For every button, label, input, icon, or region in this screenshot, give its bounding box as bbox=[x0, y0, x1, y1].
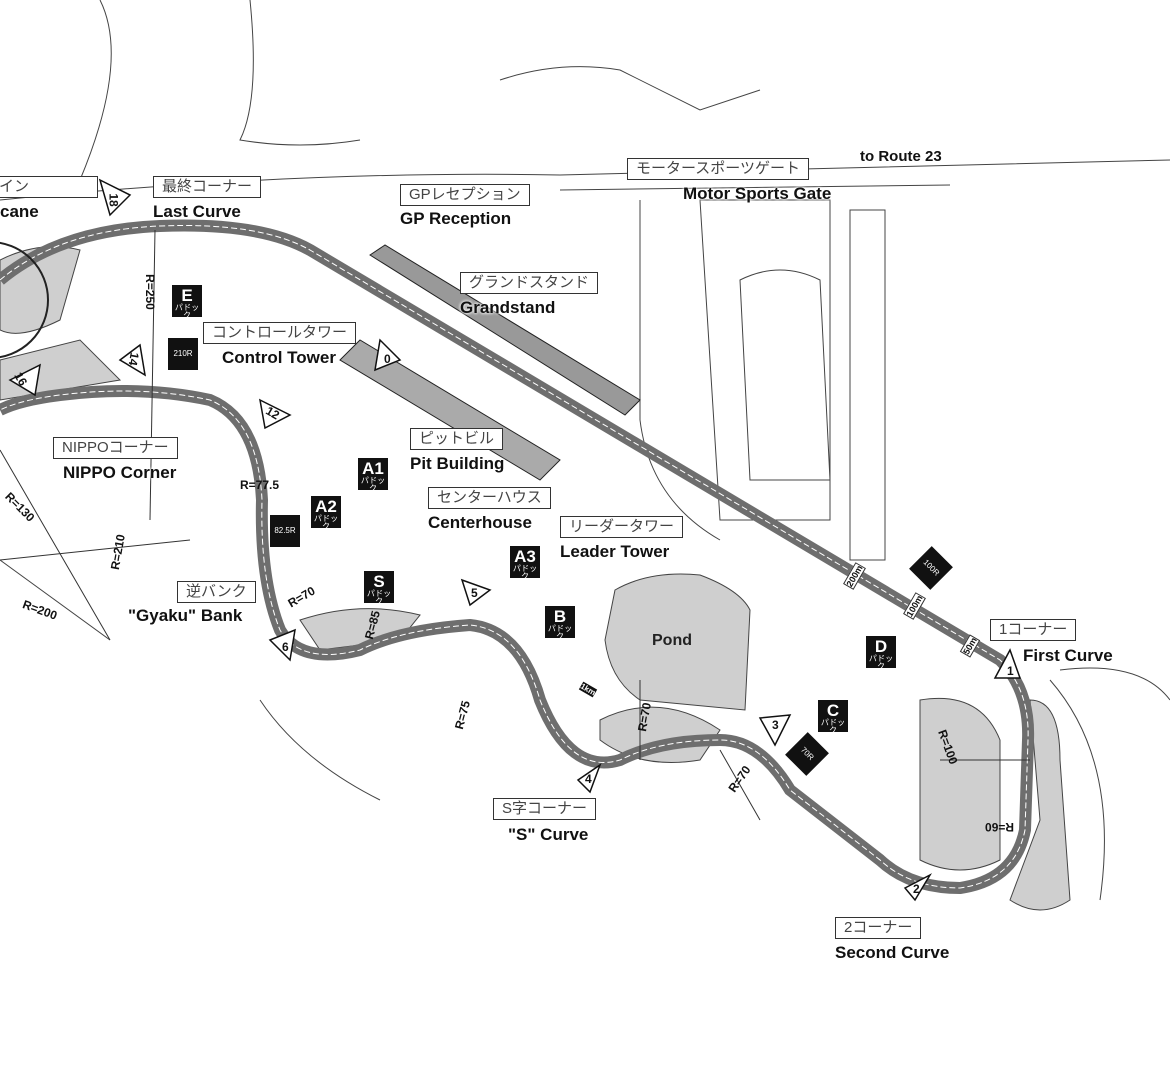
pit-building-label-en: Pit Building bbox=[410, 454, 505, 473]
chicane-label-en: cane bbox=[0, 202, 39, 221]
pond-area bbox=[604, 573, 751, 711]
motor-sports-gate-label-en: Motor Sports Gate bbox=[683, 184, 832, 203]
nippo-corner-label-jp: NIPPOコーナー bbox=[53, 437, 178, 459]
chicane-label-jp: イン bbox=[0, 176, 98, 198]
centerhouse-label-jp: センターハウス bbox=[428, 487, 551, 509]
corner-number: 18 bbox=[106, 193, 121, 207]
corner-markers bbox=[8, 178, 1022, 902]
last-curve-label-jp: 最終コーナー bbox=[153, 176, 262, 198]
grandstand-label-jp: グランドスタンド bbox=[460, 272, 599, 294]
radius-label: R=60 bbox=[985, 820, 1015, 834]
corner-number: 0 bbox=[384, 352, 391, 366]
s-curve-label-en: "S" Curve bbox=[508, 825, 589, 844]
speed-sign-82-5r: 82.5R bbox=[270, 515, 300, 547]
second-curve-label-jp: 2コーナー bbox=[835, 917, 922, 939]
grandstand-label-en: Grandstand bbox=[460, 298, 556, 317]
first-curve-label-en: First Curve bbox=[1023, 646, 1113, 665]
pond-label: Pond bbox=[652, 632, 692, 649]
gyaku-bank-label-jp: 逆バンク bbox=[177, 581, 256, 603]
corner-number: 1 bbox=[1007, 664, 1014, 678]
background-roads bbox=[0, 0, 1170, 901]
control-tower-label-en: Control Tower bbox=[222, 348, 336, 367]
corner-number: 6 bbox=[282, 640, 289, 654]
corner-number: 3 bbox=[772, 718, 779, 732]
motor-sports-gate-label-jp: モータースポーツゲート bbox=[627, 158, 809, 180]
gp-reception-label-jp: GPレセプション bbox=[400, 184, 530, 206]
corner-number: 14 bbox=[125, 351, 142, 367]
chicane-ring bbox=[0, 241, 49, 359]
s-curve-label-jp: S字コーナー bbox=[493, 798, 597, 820]
control-tower-label-jp: コントロールタワー bbox=[203, 322, 357, 344]
corner-number: 5 bbox=[471, 586, 478, 600]
leader-tower-label-jp: リーダータワー bbox=[560, 516, 684, 538]
centerhouse-label-en: Centerhouse bbox=[428, 513, 532, 532]
second-curve-label-en: Second Curve bbox=[835, 943, 950, 962]
nippo-corner-label-en: NIPPO Corner bbox=[63, 463, 177, 482]
corner-number: 2 bbox=[913, 882, 920, 896]
radius-label: R=77.5 bbox=[240, 478, 280, 492]
last-curve-label-en: Last Curve bbox=[153, 202, 241, 221]
radius-lines bbox=[0, 229, 1030, 821]
first-curve-label-jp: 1コーナー bbox=[990, 619, 1077, 641]
radius-label: R=250 bbox=[142, 274, 157, 310]
pit-building-label-jp: ピットビル bbox=[410, 428, 504, 450]
to-route-label: to Route 23 bbox=[860, 148, 942, 165]
gyaku-bank-label-en: "Gyaku" Bank bbox=[128, 606, 243, 625]
grandstand-structure bbox=[369, 244, 641, 416]
gp-reception-label-en: GP Reception bbox=[400, 209, 512, 228]
leader-tower-label-en: Leader Tower bbox=[560, 542, 670, 561]
speed-sign-210r: 210R bbox=[168, 338, 198, 370]
corner-number: 4 bbox=[585, 772, 592, 786]
